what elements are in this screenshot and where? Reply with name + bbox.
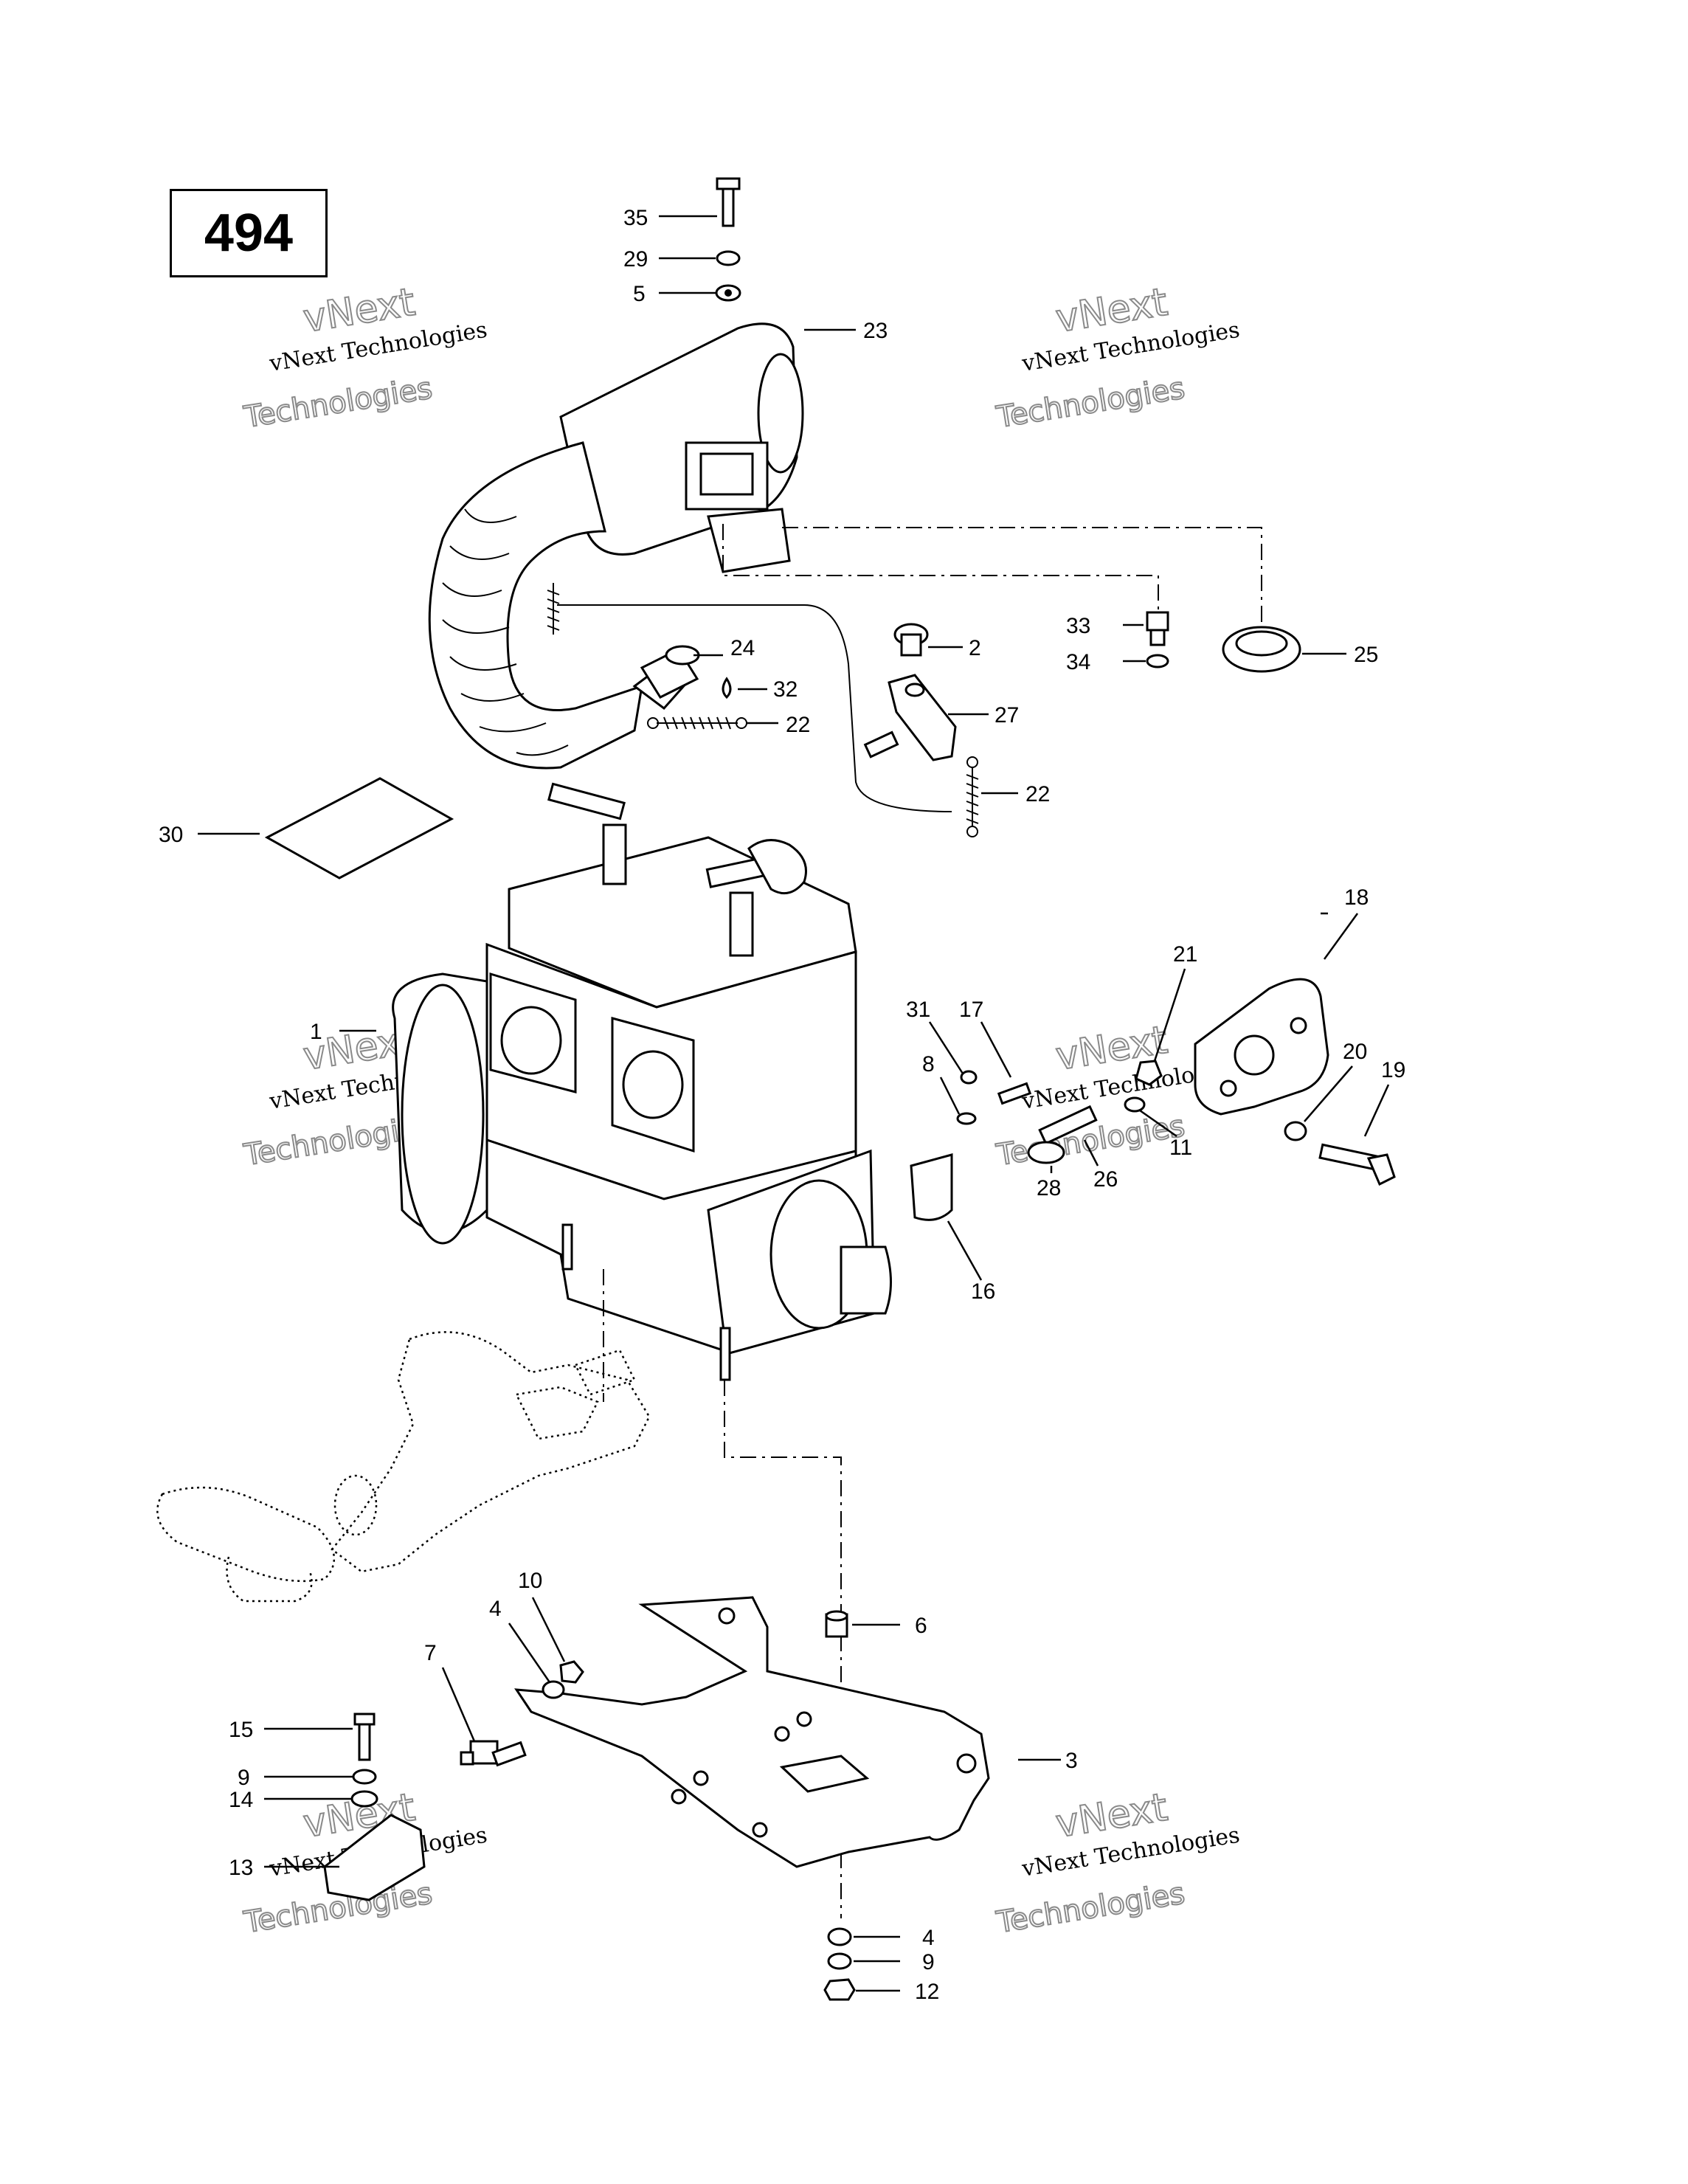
- sealant-drop-32: [722, 677, 732, 699]
- watermark-bottom-right: vNext vNext Technologies Technologies: [993, 1785, 1242, 1941]
- callout-33: 33: [1066, 614, 1090, 638]
- callout-23: 23: [863, 319, 888, 343]
- callout-20: 20: [1343, 1040, 1367, 1064]
- callout-4: 4: [922, 1926, 935, 1950]
- callout-3: 3: [1065, 1749, 1078, 1773]
- callout-16: 16: [971, 1279, 995, 1304]
- watermark-top-right: vNext vNext Technologies Technologies: [993, 280, 1242, 435]
- rubber-mount-7: [460, 1740, 527, 1767]
- nut-21: [1135, 1060, 1163, 1086]
- callout-27: 27: [995, 703, 1019, 728]
- spacer-6: [825, 1610, 848, 1638]
- nut-10: [559, 1660, 584, 1684]
- callout-6: 6: [915, 1614, 927, 1638]
- callout-35: 35: [623, 206, 648, 230]
- callout-5: 5: [633, 282, 646, 306]
- bolt-15: [353, 1713, 376, 1761]
- page-number-box: 494: [170, 189, 328, 277]
- grommet-25: [1222, 626, 1301, 673]
- exhaust-coupler-24: [640, 645, 700, 699]
- callout-22: 22: [1025, 782, 1050, 806]
- nut-34: [1146, 654, 1169, 668]
- intake-manifold-ghost: [156, 1331, 651, 1603]
- callout-18: 18: [1344, 885, 1369, 910]
- washer-8: [956, 1112, 977, 1125]
- callout-26: 26: [1093, 1167, 1118, 1192]
- lock-washer-29: [716, 250, 741, 266]
- engine-plate-3: [514, 1596, 990, 1868]
- callout-22: 22: [786, 713, 810, 737]
- callout-21: 21: [1173, 942, 1197, 967]
- screw-17: [997, 1082, 1032, 1105]
- lock-washer-9b: [827, 1952, 852, 1970]
- mount-bracket-13: [323, 1814, 426, 1901]
- pipe-spring: [547, 583, 560, 635]
- callout-4: 4: [489, 1597, 502, 1621]
- spring-22a: [657, 716, 738, 730]
- engine-bracket-18: [1194, 978, 1329, 1116]
- callout-9: 9: [238, 1766, 250, 1790]
- engine-block-1: [392, 782, 892, 1381]
- callout-11: 11: [1169, 1136, 1192, 1160]
- callout-1: 1: [310, 1020, 322, 1044]
- watermark-technologies: Technologies: [994, 371, 1187, 435]
- washer-4a: [542, 1680, 565, 1699]
- callout-13: 13: [229, 1856, 253, 1880]
- callout-14: 14: [229, 1788, 253, 1812]
- callout-30: 30: [159, 823, 183, 847]
- watermark-technologies: Technologies: [994, 1876, 1187, 1940]
- bolt-19: [1318, 1143, 1396, 1186]
- spring-22b: [966, 767, 979, 826]
- callout-28: 28: [1037, 1176, 1061, 1200]
- rubber-mount-33: [1146, 611, 1169, 646]
- dashed-line-to-25: [782, 527, 1262, 623]
- callout-17: 17: [959, 998, 983, 1022]
- nut-12: [823, 1978, 856, 2001]
- dashed-line-engine-to-plate: [724, 1380, 842, 1918]
- callout-19: 19: [1381, 1058, 1405, 1082]
- muffler-23: [559, 322, 804, 573]
- bracket-27: [863, 674, 957, 761]
- callout-31: 31: [906, 998, 930, 1022]
- callout-32: 32: [773, 677, 798, 702]
- washer-20: [1284, 1121, 1307, 1141]
- callout-9: 9: [922, 1950, 935, 1974]
- plug-28: [1027, 1141, 1065, 1164]
- pipe-mount-2: [893, 623, 929, 657]
- lock-washer-9a: [352, 1769, 377, 1785]
- page-number: 494: [204, 204, 294, 263]
- sensor-26: [1038, 1105, 1098, 1145]
- watermark-top-left: vNext vNext Technologies Technologies: [241, 280, 489, 435]
- callout-10: 10: [518, 1569, 542, 1593]
- bolt-35-head: [716, 177, 741, 190]
- callout-7: 7: [424, 1641, 437, 1665]
- dashed-line-to-33: [722, 524, 1159, 612]
- callout-2: 2: [969, 636, 981, 660]
- muffler-bolt-stack: [715, 177, 741, 302]
- spring-routing-line: [557, 604, 952, 812]
- clip-31: [960, 1070, 978, 1085]
- washer-11: [1124, 1096, 1146, 1113]
- callout-24: 24: [730, 636, 755, 660]
- washer-14: [350, 1790, 378, 1808]
- callout-34: 34: [1066, 650, 1090, 674]
- gasket-sheet-30: [264, 777, 454, 880]
- leader-lines: [198, 215, 1390, 1992]
- callout-25: 25: [1354, 643, 1378, 667]
- pto-shaft: [840, 1245, 892, 1315]
- callout-12: 12: [915, 1980, 939, 2004]
- callout-8: 8: [922, 1052, 935, 1077]
- washer-4b: [827, 1927, 852, 1946]
- callout-15: 15: [229, 1718, 253, 1742]
- heat-shield-16: [910, 1153, 953, 1221]
- callouts: 35 29 5 23 24 32 22 2 27 22 33 34 25 30 …: [159, 206, 1405, 2004]
- watermark-technologies: Technologies: [241, 371, 435, 435]
- callout-29: 29: [623, 247, 648, 272]
